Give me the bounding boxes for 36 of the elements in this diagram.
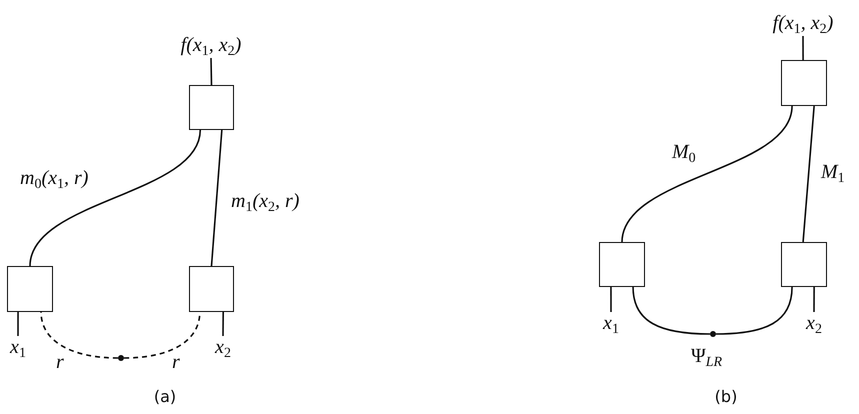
wire [610,287,612,312]
wire [17,312,19,336]
edge-label: m$_{1}$(x$_{2}$, r) [231,190,300,212]
edge-label: M$_{1}$ [821,161,845,183]
edge-label: M$_{0}$ [672,141,696,163]
wire [802,106,815,242]
panel-label: (b) [714,387,738,407]
panel-label: (a) [154,387,176,407]
wire [813,287,815,312]
wire [222,312,224,336]
empty-box [781,242,827,287]
wire [716,286,793,335]
empty-box [189,266,234,312]
math-label: Ψ$_{LR}$ [691,345,722,367]
wire [210,130,223,266]
wire [29,130,202,266]
junction-dot [118,355,124,361]
edge-label: m$_{0}$(x$_{1}$, r) [20,167,88,189]
variable-label: x$_{1}$ [603,312,619,336]
wire [632,286,710,335]
variable-label: x$_{2}$ [806,312,822,336]
edge-label: r [56,351,64,373]
wire [621,106,793,242]
edge-label: r [172,351,180,373]
wire [802,36,804,60]
variable-label: x$_{2}$ [215,336,231,360]
empty-box [189,85,234,130]
dashed-wire [40,312,118,359]
wire [210,58,212,86]
empty-box [781,60,827,106]
variable-label: x$_{1}$ [10,336,26,360]
junction-dot [710,331,716,337]
formula-label: f(x$_{1}$, x$_{2}$) [180,34,242,58]
empty-box [599,242,645,287]
formula-label: f(x$_{1}$, x$_{2}$) [772,12,834,36]
empty-box [7,266,53,312]
